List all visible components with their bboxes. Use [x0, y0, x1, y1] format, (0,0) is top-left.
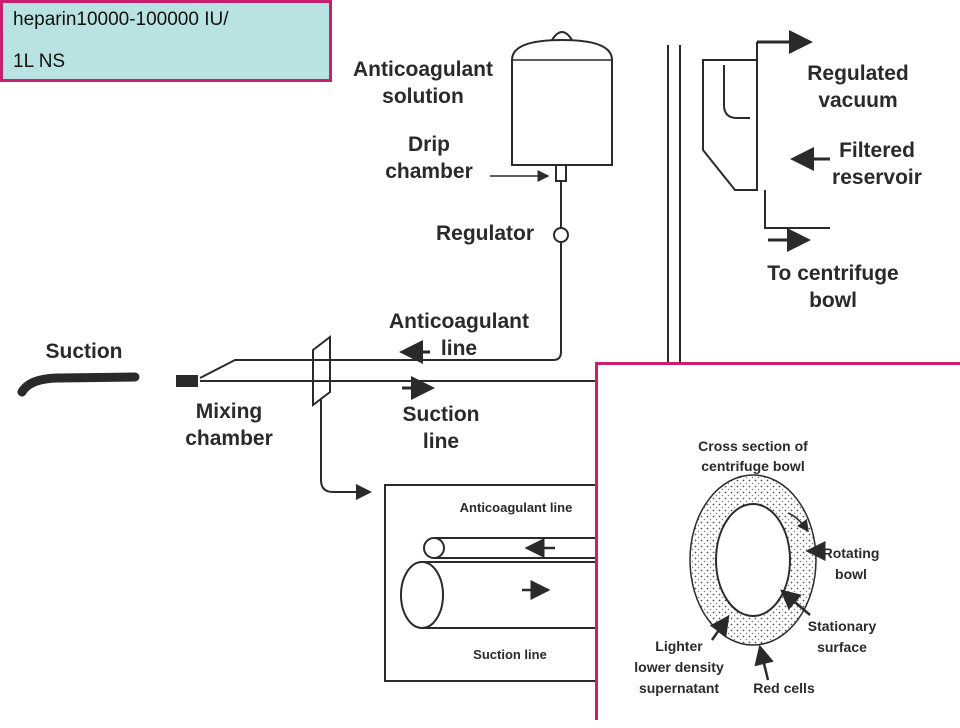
label-lighter-supernatant-3: supernatant — [639, 680, 719, 696]
label-stationary-surface-2: surface — [817, 639, 867, 655]
heparin-note-line-2: 1L NS — [13, 51, 66, 72]
label-red-cells: Red cells — [753, 680, 815, 696]
label-stationary-surface: Stationary — [808, 618, 877, 634]
label-filtered-reservoir-2: reservoir — [832, 166, 922, 189]
label-rotating-bowl-2: bowl — [835, 566, 867, 582]
label-suction: Suction — [46, 340, 123, 363]
inset-pointer-arrows — [709, 512, 826, 681]
label-suction-line: Suction — [403, 403, 480, 426]
label-anticoagulant-line: Anticoagulant — [389, 310, 529, 333]
reservoir-system — [667, 30, 830, 365]
tubing-detail-box[interactable] — [384, 484, 618, 682]
centrifuge-bowl-inset[interactable]: Cross section of centrifuge bowl Rotatin… — [595, 362, 960, 720]
bowl-cross-section — [689, 474, 817, 646]
label-regulator: Regulator — [436, 222, 534, 245]
label-rotating-bowl: Rotating — [823, 545, 880, 561]
heparin-note-line-1: heparin10000-100000 IU/ — [13, 9, 229, 30]
filter-clip — [312, 334, 372, 500]
label-regulated-vacuum: Regulated — [807, 62, 909, 85]
label-anticoagulant-solution-2: solution — [382, 85, 464, 108]
label-suction-line-2: line — [423, 430, 459, 453]
label-filtered-reservoir: Filtered — [839, 139, 915, 162]
centrifuge-bowl-figure: Cross section of centrifuge bowl Rotatin… — [634, 438, 880, 696]
label-to-centrifuge-bowl: To centrifuge — [767, 262, 898, 285]
suction-wand — [17, 372, 198, 397]
anticoagulant-bag — [511, 31, 613, 182]
label-mixing-chamber: Mixing — [196, 400, 263, 423]
label-to-centrifuge-bowl-2: bowl — [809, 289, 857, 312]
heparin-note: heparin10000-100000 IU/ 1L NS — [0, 0, 332, 82]
flow-arrows — [399, 170, 550, 400]
label-anticoagulant-solution: Anticoagulant — [353, 58, 493, 81]
label-lighter-supernatant: Lighter — [655, 638, 703, 654]
label-anticoagulant-line-2: line — [441, 337, 477, 360]
anticoagulant-tubing — [199, 181, 569, 379]
label-detail-suction-line: Suction line — [473, 647, 547, 662]
label-drip-chamber: Drip — [408, 133, 450, 156]
label-mixing-chamber-2: chamber — [185, 427, 273, 450]
inset-title-2: centrifuge bowl — [701, 458, 804, 474]
label-drip-chamber-2: chamber — [385, 160, 473, 183]
inset-title: Cross section of — [698, 438, 808, 454]
label-detail-anticoagulant-line: Anticoagulant line — [460, 500, 573, 515]
label-lighter-supernatant-2: lower density — [634, 659, 724, 675]
label-regulated-vacuum-2: vacuum — [818, 89, 897, 112]
